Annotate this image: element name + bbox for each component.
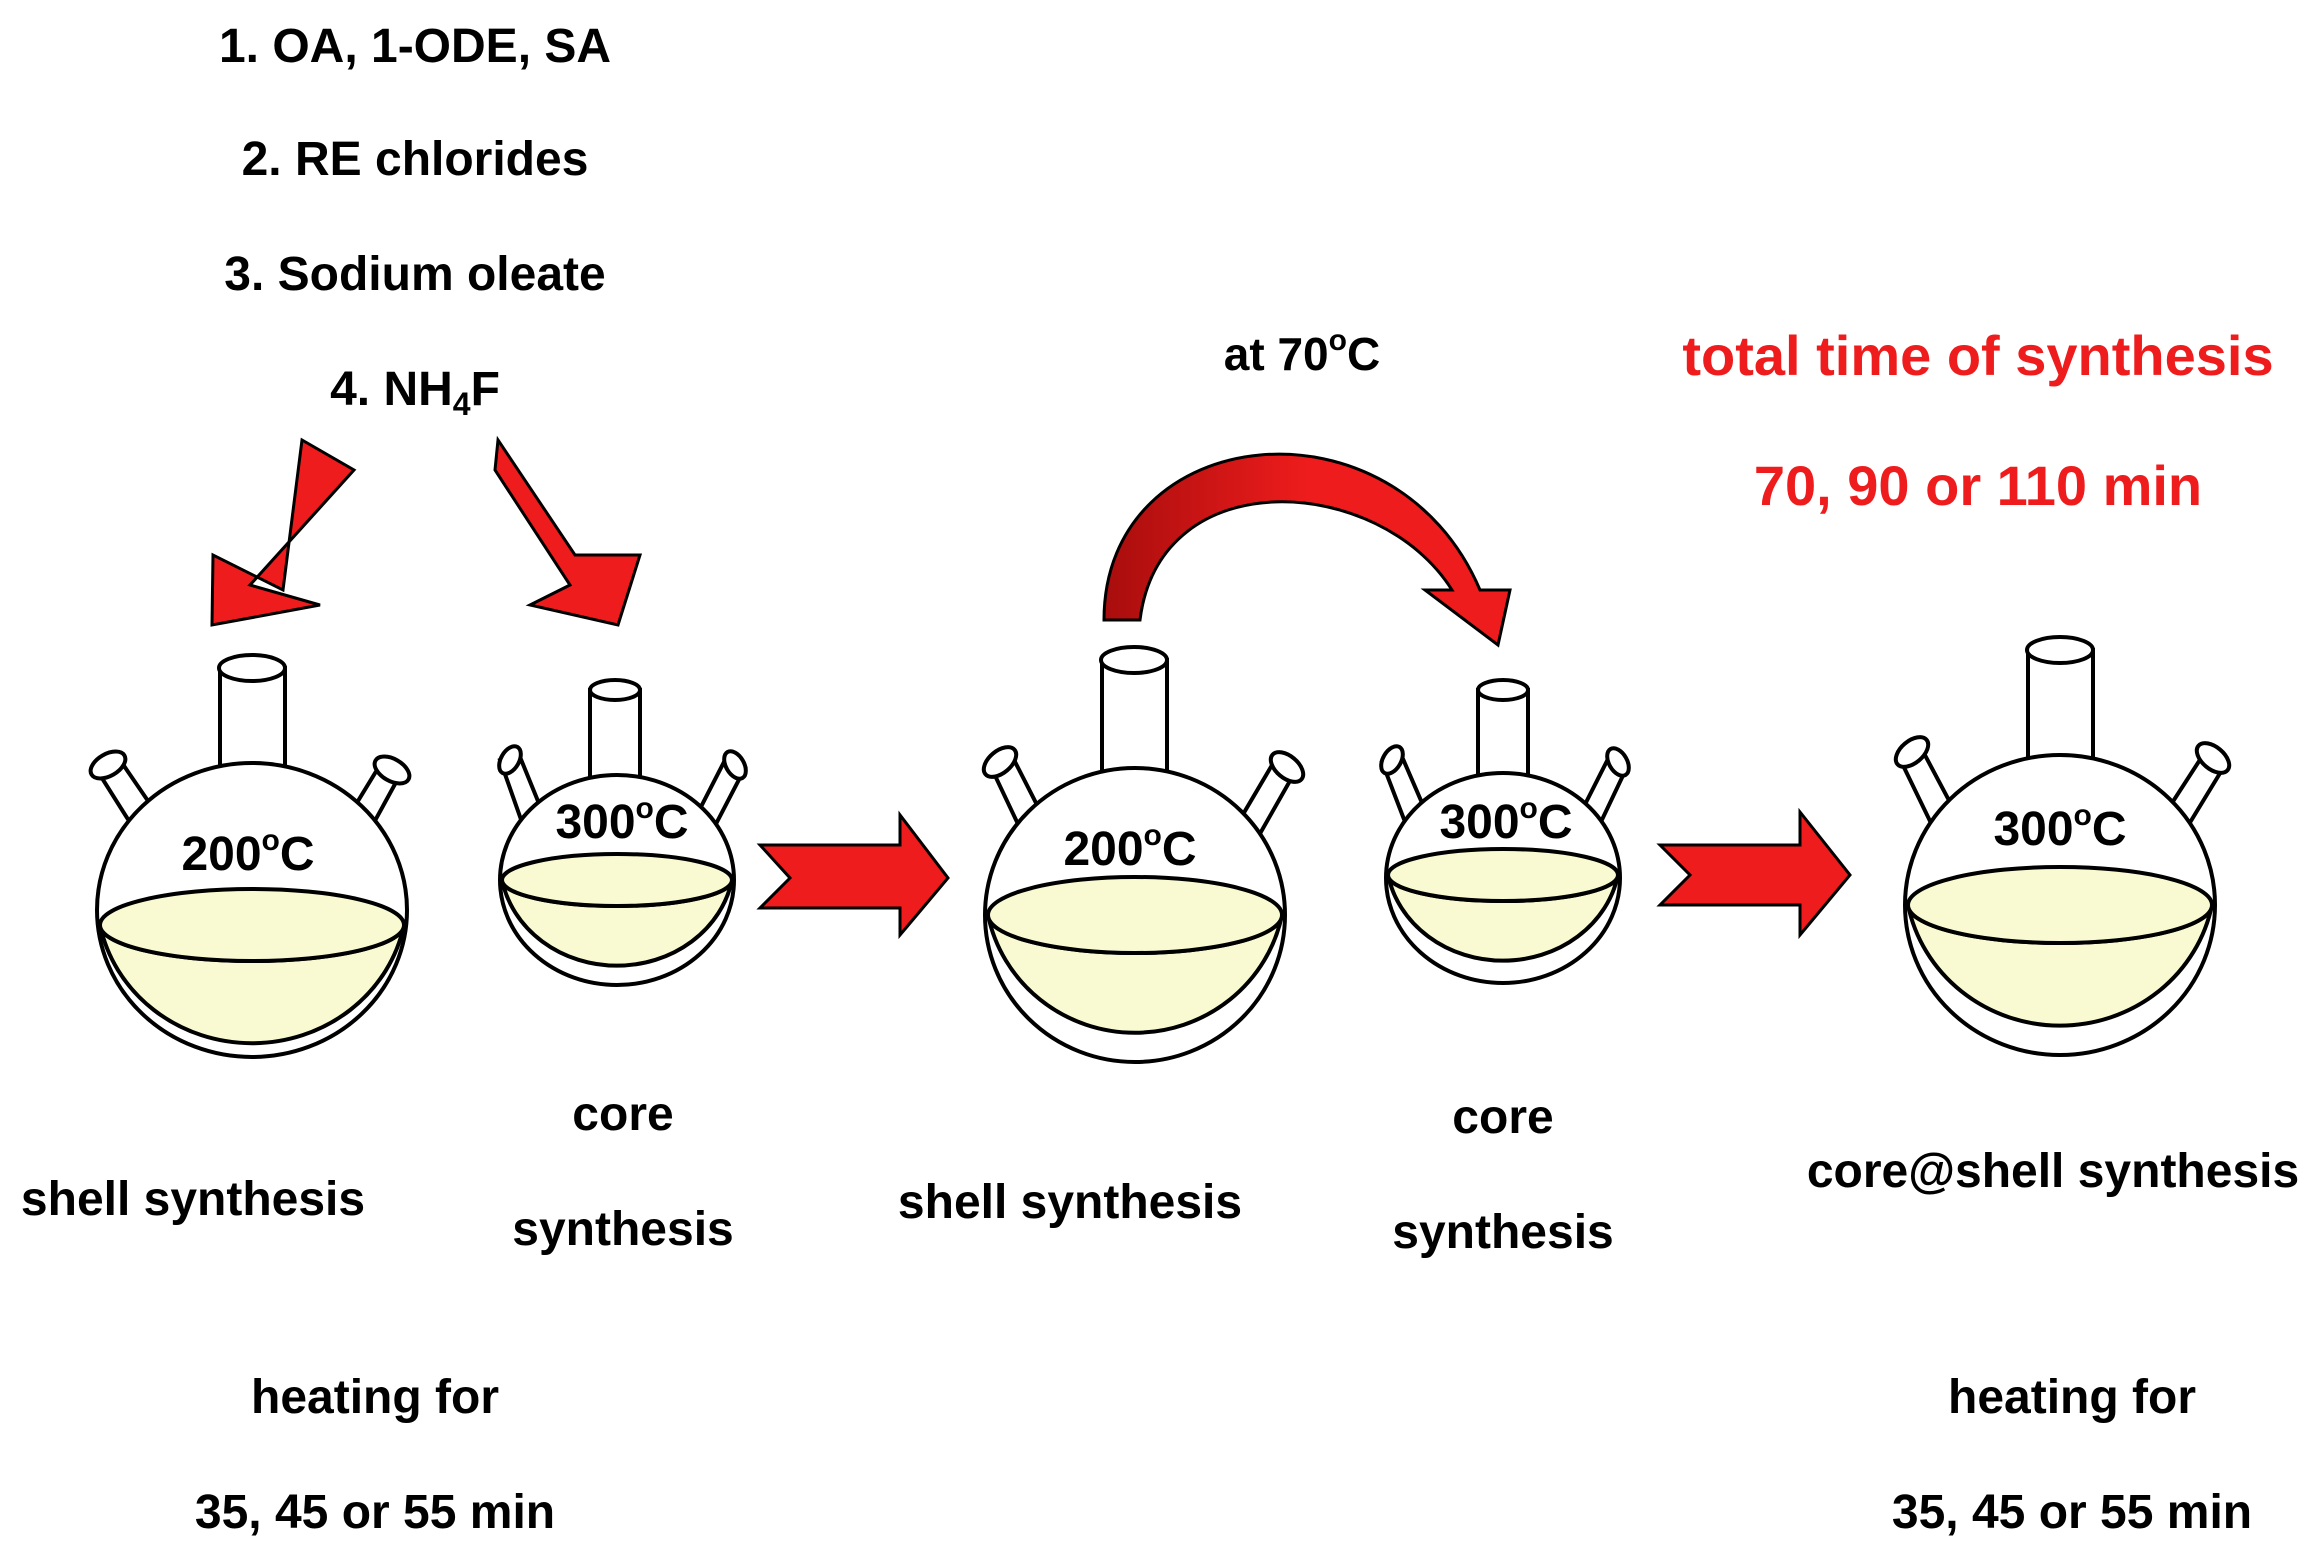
flask-4-temperature: 300oC: [1439, 792, 1572, 849]
label-shell-synthesis-2: shell synthesis: [898, 1176, 1242, 1229]
reagent-arrow-right-icon: [493, 435, 643, 627]
flask-3-temperature: 200oC: [1063, 819, 1196, 876]
reagent-arrow-left-icon: [210, 437, 357, 627]
label-core-2-line-1: core: [1452, 1091, 1553, 1144]
total-time-title: total time of synthesis: [1682, 324, 2273, 387]
heating-right: heating for 35, 45 or 55 min: [1892, 1371, 2252, 1539]
label-core-shell-synthesis: core@shell synthesis: [1807, 1145, 2299, 1198]
transfer-condition: at 70oC: [1224, 324, 1380, 380]
flask-5-temperature: 300oC: [1993, 799, 2126, 856]
label-core-1-line-1: core: [572, 1088, 673, 1141]
heating-right-line-1: heating for: [1948, 1371, 2196, 1424]
flask-1: 200oC: [88, 653, 412, 1059]
label-shell-synthesis-1: shell synthesis: [21, 1173, 365, 1226]
flask-2: 300oC: [497, 678, 748, 987]
reagent-step-2: 2. RE chlorides: [242, 133, 589, 186]
flask-4: 300oC: [1379, 678, 1631, 985]
total-time-values: 70, 90 or 110 min: [1754, 454, 2202, 517]
reagent-step-3: 3. Sodium oleate: [224, 248, 605, 301]
flask-2-temperature: 300oC: [555, 792, 688, 849]
reagent-step-1: 1. OA, 1-ODE, SA: [219, 20, 611, 73]
heating-left-line-2: 35, 45 or 55 min: [195, 1486, 555, 1539]
flask-5: 300oC: [1893, 635, 2232, 1057]
process-arrow-2-icon: [1656, 807, 1852, 940]
heating-left-line-1: heating for: [251, 1371, 499, 1424]
flask-labels: shell synthesis core synthesis shell syn…: [21, 1088, 2299, 1259]
heating-left: heating for 35, 45 or 55 min: [195, 1371, 555, 1539]
label-core-2-line-2: synthesis: [1392, 1206, 1613, 1259]
flask-1-temperature: 200oC: [181, 824, 314, 881]
reagent-list: 1. OA, 1-ODE, SA 2. RE chlorides 3. Sodi…: [219, 20, 611, 422]
reagent-step-4: 4. NH4F: [330, 363, 500, 422]
heating-right-line-2: 35, 45 or 55 min: [1892, 1486, 2252, 1539]
transfer-arrow-icon: [1102, 452, 1512, 648]
flask-3: 200oC: [981, 645, 1306, 1064]
total-time: total time of synthesis 70, 90 or 110 mi…: [1682, 324, 2273, 517]
process-arrow-1-icon: [756, 810, 950, 940]
label-core-1-line-2: synthesis: [512, 1203, 733, 1256]
